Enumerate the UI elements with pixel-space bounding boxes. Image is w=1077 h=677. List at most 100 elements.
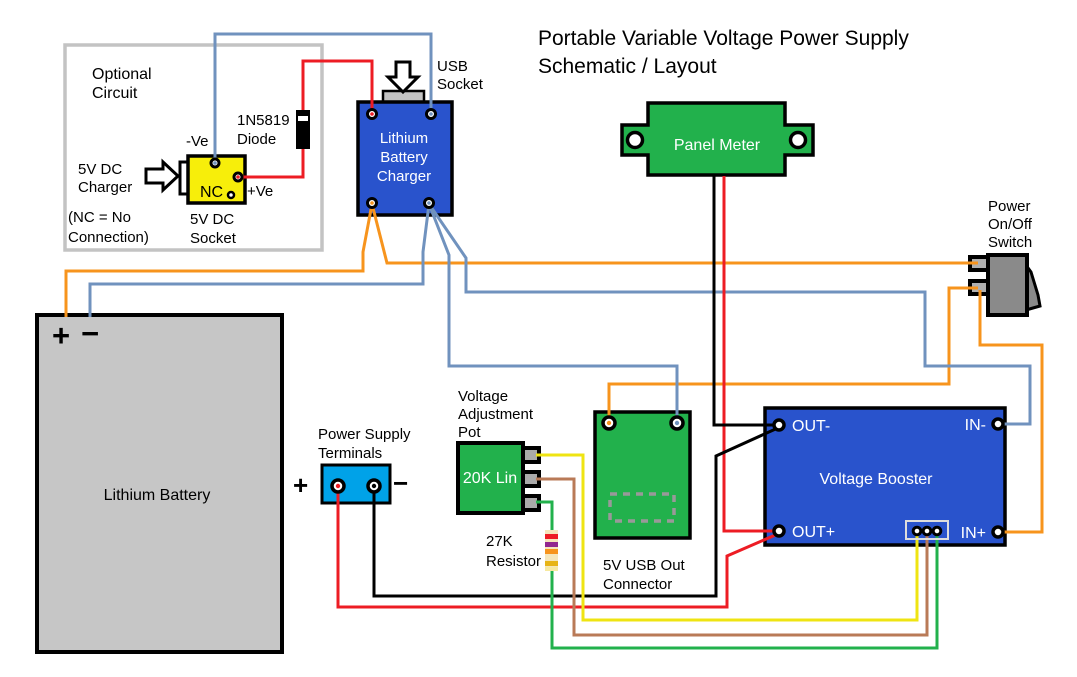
ps-terminal-plus-sign: + — [293, 470, 308, 500]
wire-switch-to-booster-inplus — [978, 290, 1044, 534]
battery-minus-sign: − — [81, 316, 99, 351]
booster-pin-1 — [911, 525, 923, 537]
wire-meter-pos-to-outplus — [722, 176, 779, 533]
usb-out-label2: Connector — [603, 576, 672, 593]
diode-cathode-band — [298, 116, 308, 121]
charger-label-line1: Lithium — [380, 130, 428, 147]
booster-label: Voltage Booster — [820, 471, 934, 488]
wire-charger-bplus-to-switch — [370, 203, 978, 265]
nc-note-line1: (NC = No — [68, 209, 131, 226]
right-arrow-icon — [144, 158, 181, 194]
wire-switch-to-usbout-plus — [607, 286, 978, 425]
diode-label1: 1N5819 — [237, 112, 290, 129]
resistor-band-tip — [545, 567, 558, 571]
wire-charger-bplus-to-battery-plus — [64, 203, 374, 317]
wire-pot-bottom-to-booster-pin3 — [536, 500, 939, 650]
socket-pos-label: +Ve — [247, 183, 273, 200]
nc-note-line2: Connection) — [68, 229, 149, 246]
usbout-hole-plus-wire — [606, 420, 612, 426]
resistor-label1: 27K — [486, 533, 513, 550]
wire-charger-bminus-to-usbout-minus — [427, 203, 679, 425]
wire-charger-bminus-to-booster-inminus — [427, 203, 1032, 426]
voltage-booster-box — [763, 406, 1007, 547]
charger-label-line3: Charger — [377, 168, 431, 185]
dc-socket-label1: 5V DC — [190, 211, 234, 228]
resistor-27k — [545, 530, 558, 571]
wire-meter-neg-to-outminus — [712, 176, 779, 427]
resistor-label2: Resistor — [486, 553, 541, 570]
charger-hole-bl-wire — [370, 201, 374, 205]
page-title-line2: Schematic / Layout — [538, 55, 717, 78]
diode-body — [296, 110, 310, 149]
booster-outminus-label: OUT- — [792, 418, 830, 435]
charger-hole-br-wire — [427, 201, 431, 205]
switch-label-line3: Switch — [988, 234, 1032, 251]
pot-label-line2: Adjustment — [458, 406, 534, 423]
booster-terminal-inplus — [991, 525, 1005, 539]
booster-inminus-label: IN- — [965, 417, 986, 434]
booster-pin-header — [905, 520, 949, 540]
battery-charger-box — [356, 100, 454, 217]
booster-outplus-label: OUT+ — [792, 524, 835, 541]
resistor-band-3 — [545, 549, 558, 554]
panel-meter-label: Panel Meter — [674, 137, 761, 154]
diode-label2: Diode — [237, 131, 276, 148]
wire-pot-top-to-booster-pin1 — [536, 453, 919, 622]
panel-meter-box — [620, 101, 815, 177]
booster-terminal-outminus — [772, 418, 786, 432]
wire-socket-neg-to-charger — [213, 32, 433, 163]
usb-socket-label1: USB — [437, 58, 468, 75]
usb-out-label1: 5V USB Out — [603, 557, 686, 574]
dc-charger-label1: 5V DC — [78, 161, 122, 178]
wire-pot-middle-to-booster-pin2 — [536, 477, 929, 637]
booster-inplus-label: IN+ — [961, 525, 986, 542]
voltage-pot-box — [456, 441, 525, 515]
battery-label: Lithium Battery — [104, 487, 211, 504]
panel-meter-hole-right — [788, 130, 808, 150]
charger-hole-tr-wire — [429, 112, 433, 116]
socket-hole-neg-wire — [213, 161, 217, 165]
socket-neg-label: -Ve — [186, 133, 209, 150]
wire-charger-bminus-to-battery-minus — [88, 203, 431, 317]
battery-plus-sign: + — [52, 318, 70, 353]
booster-pin-2 — [921, 525, 933, 537]
dc-socket-label2: Socket — [190, 230, 237, 247]
socket-hole-pos-wire — [236, 175, 240, 179]
usb-socket-label2: Socket — [437, 76, 484, 93]
charger-label-line2: Battery — [380, 149, 428, 166]
ps-terminals-label2: Terminals — [318, 445, 382, 462]
pot-value-label: 20K Lin — [463, 470, 517, 487]
switch-label-line2: On/Off — [988, 216, 1033, 233]
resistor-band-2 — [545, 542, 558, 547]
switch-label-line1: Power — [988, 198, 1031, 215]
pot-label-line1: Voltage — [458, 388, 508, 405]
charger-hole-tl-wire — [370, 112, 374, 116]
socket-nc-label: NC — [200, 184, 223, 201]
panel-meter-hole-left — [625, 130, 645, 150]
socket-hole-nc — [226, 190, 236, 200]
down-arrow-icon — [384, 60, 422, 95]
booster-terminal-outplus — [772, 524, 786, 538]
optional-circuit-box — [63, 43, 324, 252]
wire-socket-pos-diode-to-charger — [238, 59, 374, 179]
wire-outplus-to-terminal-plus — [336, 488, 781, 609]
optional-circuit-heading1: Optional — [92, 66, 152, 83]
dc-charger-label2: Charger — [78, 179, 132, 196]
usb-out-port-outline — [608, 492, 676, 523]
resistor-band-4 — [545, 561, 558, 566]
ps-terminal-plus-wire — [335, 483, 341, 489]
page-title-line1: Portable Variable Voltage Power Supply — [538, 27, 909, 50]
ps-terminals-label1: Power Supply — [318, 426, 411, 443]
resistor-band-1 — [545, 534, 558, 539]
booster-pin-3 — [931, 525, 943, 537]
booster-terminal-inminus — [991, 417, 1005, 431]
ps-terminal-minus-sign: − — [393, 468, 408, 498]
wire-outminus-to-terminal-minus — [372, 425, 781, 598]
ps-terminal-minus-wire — [371, 483, 377, 489]
pot-label-line3: Pot — [458, 424, 481, 441]
optional-circuit-heading2: Circuit — [92, 85, 138, 102]
usbout-hole-minus-wire — [674, 420, 680, 426]
lithium-battery-box — [35, 313, 284, 654]
